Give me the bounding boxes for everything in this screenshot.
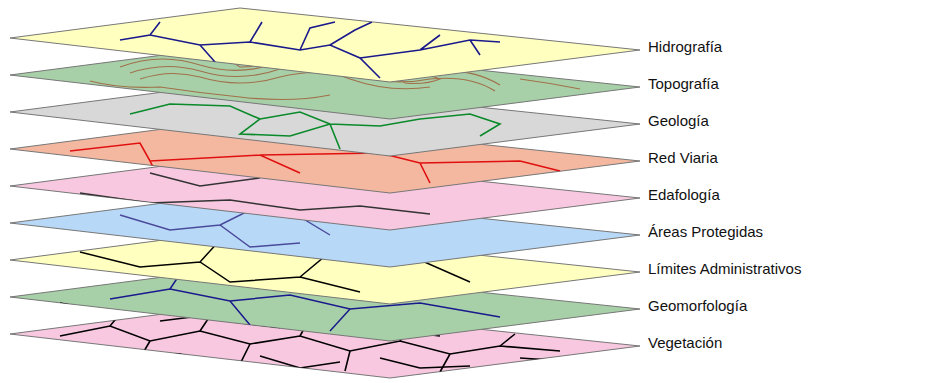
- layer-label: Geología: [648, 112, 709, 130]
- layer-label: Áreas Protegidas: [648, 223, 763, 241]
- layer-label: Edafología: [648, 186, 720, 204]
- layer-label: Topografía: [648, 75, 719, 93]
- layer-label: Límites Administrativos: [648, 260, 801, 278]
- layer-label: Vegetación: [648, 334, 722, 352]
- layer-label: Hidrografía: [648, 38, 722, 56]
- layer-label: Red Viaria: [648, 149, 718, 167]
- layer-label: Geomorfología: [648, 297, 747, 315]
- hydrography-layer: [10, 8, 640, 82]
